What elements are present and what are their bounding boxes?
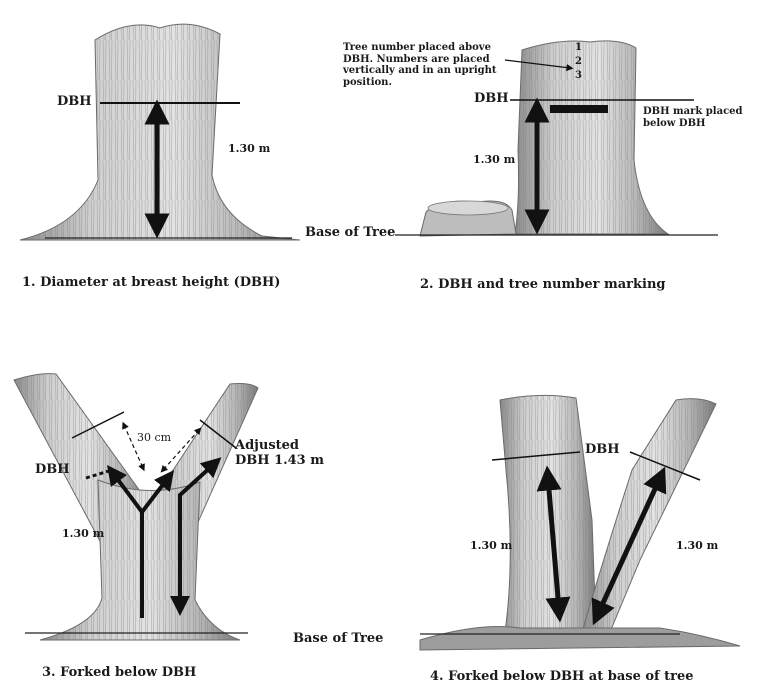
panel-2-dbh-label: DBH [474, 92, 509, 107]
panel-2-base-label: Base of Tree [305, 226, 395, 241]
panel-3-dbh-label: DBH [35, 463, 70, 478]
panel-2-dbh-mark [550, 105, 608, 113]
panel-3-adjusted-label: Adjusted DBH 1.43 m [235, 439, 324, 469]
panel-3-base-label: Base of Tree [293, 632, 383, 647]
panel-2-caption: 2. DBH and tree number marking [420, 278, 666, 293]
panel-2-height-label: 1.30 m [473, 154, 515, 167]
panel-3-caption: 3. Forked below DBH [42, 666, 196, 681]
panel-1-height-label: 1.30 m [228, 143, 270, 156]
panel-1-caption: 1. Diameter at breast height (DBH) [22, 276, 280, 291]
panel-2-digit-3: 3 [575, 70, 582, 82]
panel-2-tree-number-note: Tree number placed above DBH. Numbers ar… [343, 42, 497, 88]
panel-4-right-height-label: 1.30 m [676, 540, 718, 553]
panel-4-tree [420, 395, 740, 650]
panel-4-dbh-label: DBH [585, 443, 620, 458]
panel-2-dbh-mark-note: DBH mark placed below DBH [643, 106, 743, 129]
panel-3-offset-label: 30 cm [137, 432, 171, 445]
panel-1-dbh-label: DBH [57, 95, 92, 110]
panel-2-digit-2: 2 [575, 56, 582, 68]
panel-4-roots [420, 627, 740, 651]
panel-1-tree [20, 24, 300, 240]
panel-4-caption: 4. Forked below DBH at base of tree [430, 670, 694, 685]
panel-2-digit-1: 1 [575, 42, 582, 54]
panel-4-left-height-label: 1.30 m [470, 540, 512, 553]
panel-3-height-label: 1.30 m [62, 528, 104, 541]
